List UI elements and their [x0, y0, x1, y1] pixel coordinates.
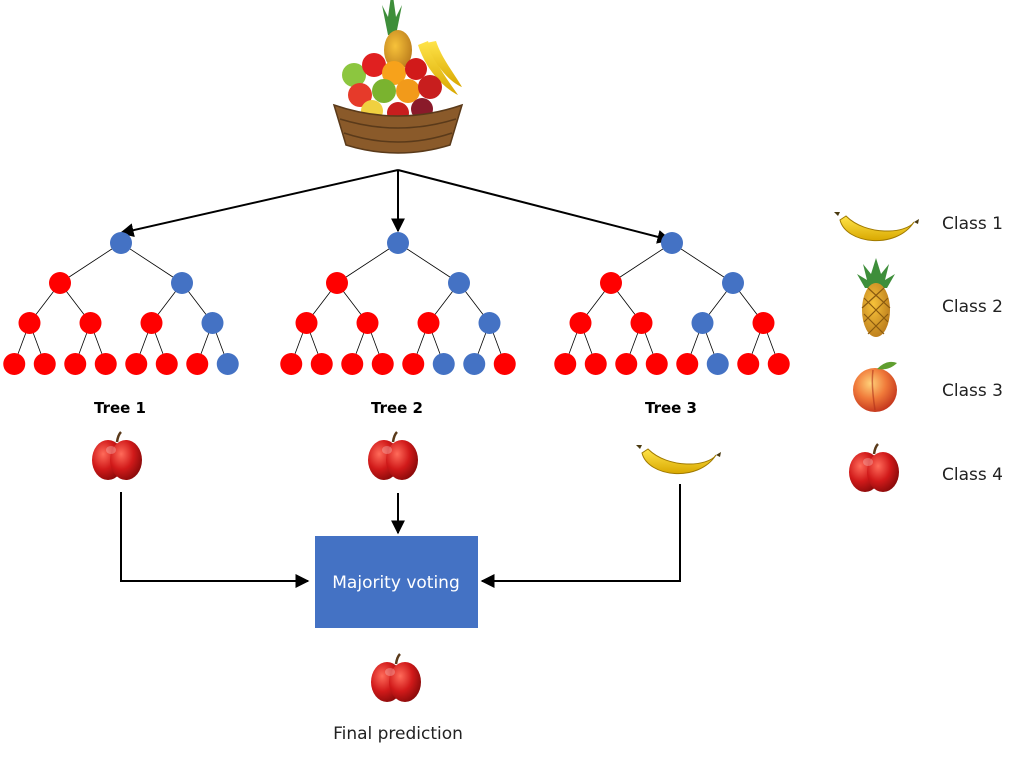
tree-1	[3, 232, 239, 375]
peach-icon	[852, 361, 898, 413]
blue-tree-node	[448, 272, 470, 294]
red-tree-node	[155, 353, 178, 375]
red-tree-node	[417, 312, 440, 334]
pineapple-icon	[856, 257, 896, 338]
red-tree-node	[79, 312, 102, 334]
fruit-basket-icon	[332, 0, 464, 154]
red-tree-node	[280, 353, 303, 375]
tree-3-label: Tree 3	[645, 399, 697, 417]
blue-tree-node	[201, 312, 224, 334]
arrow-tree-1-to-vote	[120, 492, 310, 588]
red-tree-node	[341, 353, 364, 375]
tree-2-label: Tree 2	[371, 399, 423, 417]
red-tree-node	[3, 353, 26, 375]
red-tree-node	[94, 353, 117, 375]
red-tree-node	[326, 272, 348, 294]
red-tree-node	[356, 312, 379, 334]
red-tree-node	[554, 353, 577, 375]
majority-voting-box	[315, 536, 478, 628]
legend-label-class-1: Class 1	[942, 214, 1003, 234]
red-tree-node	[615, 353, 638, 375]
tree-1-label: Tree 1	[94, 399, 146, 417]
red-tree-node	[493, 353, 516, 375]
tree-edge	[59, 242, 122, 284]
red-tree-node	[140, 312, 163, 334]
red-tree-node	[645, 353, 668, 375]
red-tree-node	[569, 312, 592, 334]
red-tree-node	[49, 272, 71, 294]
apple-icon	[847, 442, 901, 494]
red-tree-node	[402, 353, 425, 375]
vote-arrows	[120, 484, 681, 588]
red-tree-node	[737, 353, 760, 375]
blue-tree-node	[432, 353, 455, 375]
red-tree-node	[186, 353, 209, 375]
red-tree-node	[33, 353, 56, 375]
tree-edge	[397, 242, 460, 284]
tree-3	[554, 232, 790, 375]
red-tree-node	[584, 353, 607, 375]
tree-edge	[610, 242, 673, 284]
red-tree-node	[676, 353, 699, 375]
blue-tree-node	[110, 232, 132, 254]
blue-tree-node	[216, 353, 239, 375]
dataset-arrows	[119, 169, 672, 244]
tree-edge	[336, 242, 399, 284]
tree-edge	[671, 242, 734, 284]
red-tree-node	[310, 353, 333, 375]
banana-icon	[635, 444, 722, 475]
arrow-to-tree-1	[119, 169, 399, 238]
blue-tree-node	[722, 272, 744, 294]
blue-tree-node	[387, 232, 409, 254]
blue-tree-node	[706, 353, 729, 375]
apple-icon	[366, 430, 420, 482]
red-tree-node	[64, 353, 87, 375]
red-tree-node	[630, 312, 653, 334]
red-tree-node	[295, 312, 318, 334]
arrow-to-tree-3	[397, 169, 672, 244]
blue-tree-node	[171, 272, 193, 294]
legend-label-class-3: Class 3	[942, 381, 1003, 401]
red-tree-node	[371, 353, 394, 375]
blue-tree-node	[478, 312, 501, 334]
decision-trees	[3, 232, 790, 375]
blue-tree-node	[661, 232, 683, 254]
tree-edge	[120, 242, 183, 284]
red-tree-node	[125, 353, 148, 375]
blue-tree-node	[691, 312, 714, 334]
majority-voting-label: Majority voting	[332, 573, 459, 593]
red-tree-node	[752, 312, 775, 334]
red-tree-node	[600, 272, 622, 294]
red-tree-node	[18, 312, 41, 334]
red-tree-node	[767, 353, 790, 375]
final-prediction-label: Final prediction	[333, 724, 463, 744]
tree-2	[280, 232, 516, 375]
legend-label-class-4: Class 4	[942, 465, 1003, 485]
blue-tree-node	[463, 353, 486, 375]
apple-icon	[90, 430, 144, 482]
class-legend: Class 1 Class 2 Class 3 Class 4	[833, 211, 1003, 494]
legend-label-class-2: Class 2	[942, 297, 1003, 317]
final-prediction-apple-icon	[369, 652, 423, 704]
banana-icon	[833, 211, 920, 242]
arrow-tree-3-to-vote	[480, 484, 681, 588]
